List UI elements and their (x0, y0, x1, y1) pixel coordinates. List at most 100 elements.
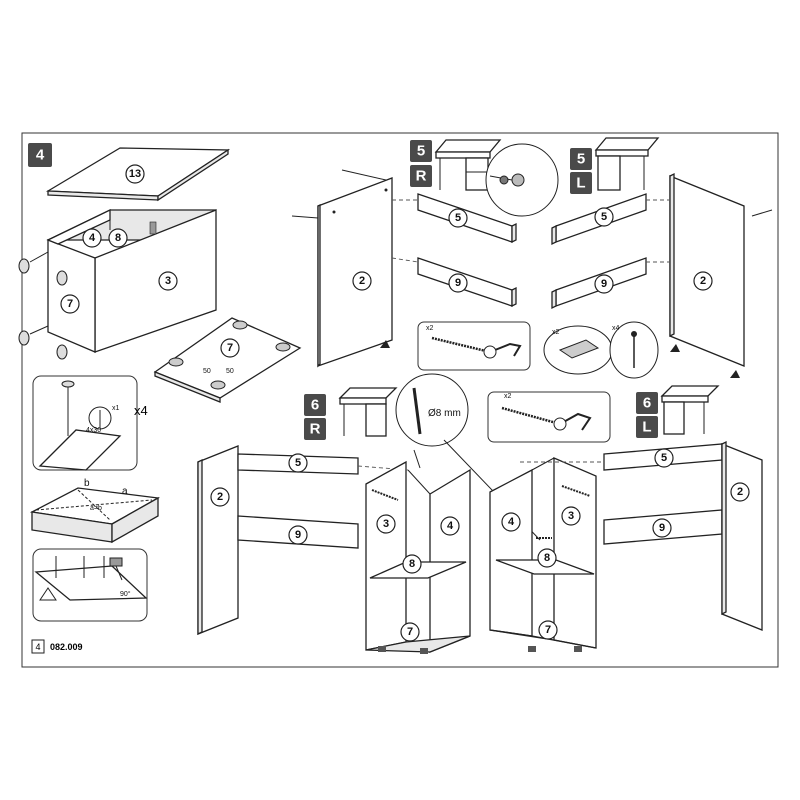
part-label-4-top: 4 (82, 228, 102, 248)
part-label-8-top: 8 (108, 228, 128, 248)
angle-label: 90° (120, 590, 131, 598)
nail-qty: x4 (612, 325, 620, 332)
svg-text:5: 5 (577, 151, 585, 168)
svg-text:13: 13 (129, 168, 141, 180)
mounting-plate-detail (543, 325, 613, 375)
svg-text:5: 5 (601, 211, 607, 223)
cam-lock-detail (485, 143, 559, 217)
svg-text:6: 6 (311, 397, 319, 414)
part-label-8-6r: 8 (402, 554, 422, 574)
screw-size-label: 4x30 (86, 427, 101, 434)
svg-text:R: R (310, 421, 321, 438)
side-panel-2-6l (721, 440, 763, 631)
part-label-2-6r: 2 (210, 487, 230, 507)
step-5-right-badge: 5 R (410, 140, 432, 187)
svg-text:7: 7 (545, 624, 551, 636)
svg-text:9: 9 (601, 278, 607, 290)
svg-text:4: 4 (447, 520, 454, 532)
carcass-assembly (46, 208, 217, 353)
part-label-9-5r: 9 (448, 273, 468, 293)
desk-thumbnail-5r (434, 139, 502, 191)
back-panel-nailing-box (32, 548, 148, 622)
svg-text:4: 4 (508, 516, 515, 528)
cabinet-6r (365, 460, 471, 654)
page-number: 4 (35, 642, 40, 652)
desk-thumbnail-5l (594, 137, 660, 191)
svg-text:4: 4 (89, 232, 96, 244)
diagonal-a-label: a (122, 486, 128, 497)
svg-text:7: 7 (227, 342, 233, 354)
svg-text:3: 3 (165, 275, 171, 287)
part-label-2-5l: 2 (693, 271, 713, 291)
part-label-3-6r: 3 (376, 514, 396, 534)
part-label-5-5r: 5 (448, 208, 468, 228)
screw-qty-b: x2 (504, 393, 512, 400)
part-label-4-6r: 4 (440, 516, 460, 536)
part-label-2-6l: 2 (730, 482, 750, 502)
svg-text:2: 2 (359, 275, 365, 287)
side-panel-2-6r (197, 445, 239, 636)
side-panel-2-5r (317, 177, 393, 368)
svg-text:2: 2 (700, 275, 706, 287)
base-panel-7 (153, 317, 302, 403)
dimension-label-2: 50 (226, 368, 234, 375)
part-label-7-base: 7 (60, 294, 80, 314)
part-label-9-5l: 9 (594, 274, 614, 294)
svg-text:9: 9 (295, 529, 301, 541)
diagonal-b-label: b (84, 478, 90, 489)
foot-screw-qty: x1 (112, 405, 120, 412)
step-5-left-badge: 5 L (570, 148, 592, 194)
step-6-left-badge: 6 L (636, 392, 658, 438)
part-label-4-6l: 4 (501, 512, 521, 532)
svg-text:8: 8 (115, 232, 121, 244)
plate-qty: x2 (552, 329, 560, 336)
desk-thumbnail-6r (338, 387, 398, 437)
part-label-3-side: 3 (158, 271, 178, 291)
svg-text:7: 7 (67, 298, 73, 310)
svg-text:9: 9 (659, 522, 665, 534)
svg-text:3: 3 (568, 510, 574, 522)
part-label-7-6l: 7 (538, 620, 558, 640)
svg-text:L: L (576, 175, 585, 192)
part-label-2-5r: 2 (352, 271, 372, 291)
nail-detail (609, 321, 659, 379)
svg-text:8: 8 (544, 552, 550, 564)
svg-text:R: R (416, 168, 427, 185)
svg-text:3: 3 (383, 518, 389, 530)
diagonal-check-diagram (29, 487, 161, 544)
diagonal-equal-label: a=b (90, 505, 102, 512)
svg-text:2: 2 (737, 486, 743, 498)
connector-screw-box (417, 321, 531, 371)
drill-size-label: Ø8 mm (428, 408, 461, 419)
part-label-7-6r: 7 (400, 622, 420, 642)
svg-text:7: 7 (407, 626, 413, 638)
desk-thumbnail-6l (660, 385, 720, 435)
svg-text:5: 5 (455, 212, 461, 224)
screw-qty-a: x2 (426, 325, 434, 332)
dimension-label-1: 50 (203, 368, 211, 375)
document-code: 082.009 (50, 642, 83, 652)
svg-text:2: 2 (217, 491, 223, 503)
svg-text:5: 5 (295, 457, 301, 469)
svg-text:5: 5 (661, 452, 667, 464)
svg-text:L: L (642, 419, 651, 436)
part-label-13: 13 (125, 164, 145, 184)
svg-text:6: 6 (643, 395, 651, 412)
connector-screw-box-b (487, 391, 611, 443)
part-label-3-6l: 3 (561, 506, 581, 526)
step-4-badge: 4 (28, 143, 52, 167)
part-label-5-5l: 5 (594, 207, 614, 227)
part-label-9-6r: 9 (288, 525, 308, 545)
step-6-right-badge: 6 R (304, 394, 326, 440)
part-label-5-6l: 5 (654, 448, 674, 468)
side-panel-2-5l (669, 172, 745, 367)
page-number-box (31, 639, 45, 654)
part-label-7-panel: 7 (220, 338, 240, 358)
svg-text:9: 9 (455, 277, 461, 289)
page-frame (21, 132, 779, 668)
cabinet-6l (489, 457, 597, 652)
svg-text:8: 8 (409, 558, 415, 570)
svg-text:4: 4 (36, 147, 45, 164)
foot-icon (18, 251, 68, 360)
